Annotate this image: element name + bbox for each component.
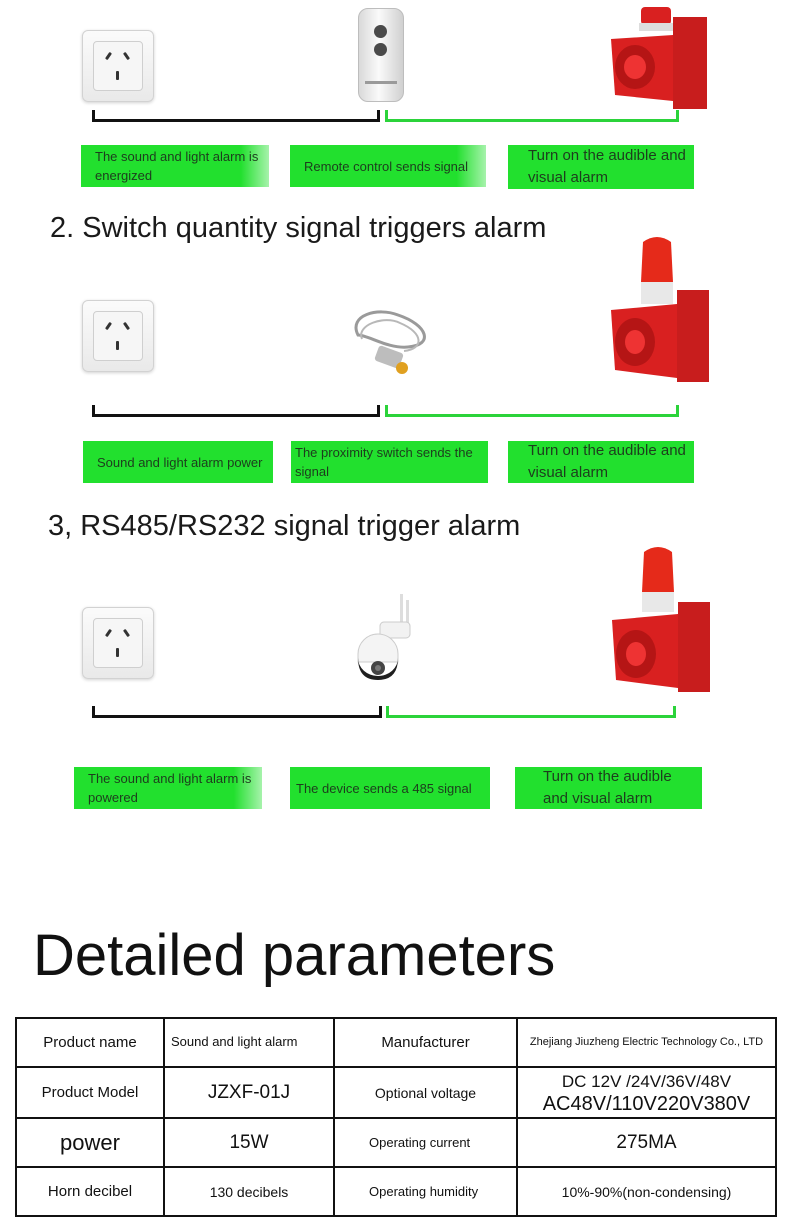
flow2-label-alarm: Turn on the audible and visual alarm [508,441,694,483]
param-value: 15W [163,1117,335,1169]
param-key: power [15,1117,165,1169]
power-connector-line [92,405,380,417]
flow1-label-power: The sound and light alarm is energized [81,145,269,187]
param-key: Manufacturer [333,1017,518,1068]
flow2-label-signal: The proximity switch sends the signal [291,441,488,483]
power-socket-icon [82,607,154,679]
param-value: Sound and light alarm [163,1017,335,1068]
camera-device-icon [357,594,411,680]
power-connector-line [92,110,380,122]
table-row: Product Model JZXF-01J Optional voltage … [15,1065,777,1120]
section-title-switch: 2. Switch quantity signal triggers alarm [50,212,547,244]
power-socket-icon [82,300,154,372]
power-socket-icon [82,30,154,102]
table-row: power 15W Operating current 275MA [15,1117,777,1169]
param-key: Product name [15,1017,165,1068]
proximity-switch-icon [354,310,426,374]
param-value: 130 decibels [163,1166,335,1217]
voltage-ac: AC48V/110V220V380V [542,1092,751,1115]
flow1-label-alarm: Turn on the audible and visual alarm [508,145,694,189]
param-key: Operating current [333,1117,518,1169]
signal-connector-line [385,405,679,417]
param-value: DC 12V /24V/36V/48V AC48V/110V220V380V [516,1065,777,1120]
section-title-rs485: 3, RS485/RS232 signal trigger alarm [48,510,521,542]
flow3-label-alarm: Turn on the audible and visual alarm [515,767,702,809]
param-key: Product Model [15,1065,165,1120]
param-value: JZXF-01J [163,1065,335,1120]
param-key: Optional voltage [333,1065,518,1120]
param-key: Horn decibel [15,1166,165,1217]
signal-connector-line [385,110,679,122]
table-row: Horn decibel 130 decibels Operating humi… [15,1166,777,1217]
param-value: Zhejiang Jiuzheng Electric Technology Co… [516,1017,777,1068]
parameters-title: Detailed parameters [33,923,556,988]
signal-connector-line [386,706,676,718]
param-value: 275MA [516,1117,777,1169]
voltage-dc: DC 12V /24V/36V/48V [561,1071,732,1091]
param-value: 10%-90%(non-condensing) [516,1166,777,1217]
flow3-label-signal: The device sends a 485 signal [290,767,490,809]
flow1-label-signal: Remote control sends signal [290,145,486,187]
alarm-siren-icon [611,237,709,382]
power-connector-line [92,706,382,718]
flow3-label-power: The sound and light alarm is powered [74,767,262,809]
parameters-table: Product name Sound and light alarm Manuf… [15,1017,777,1217]
table-row: Product name Sound and light alarm Manuf… [15,1017,777,1068]
param-key: Operating humidity [333,1166,518,1217]
remote-control-icon [358,8,404,102]
alarm-siren-icon [612,547,710,692]
flow2-label-power: Sound and light alarm power [83,441,273,483]
alarm-siren-icon [611,7,707,109]
